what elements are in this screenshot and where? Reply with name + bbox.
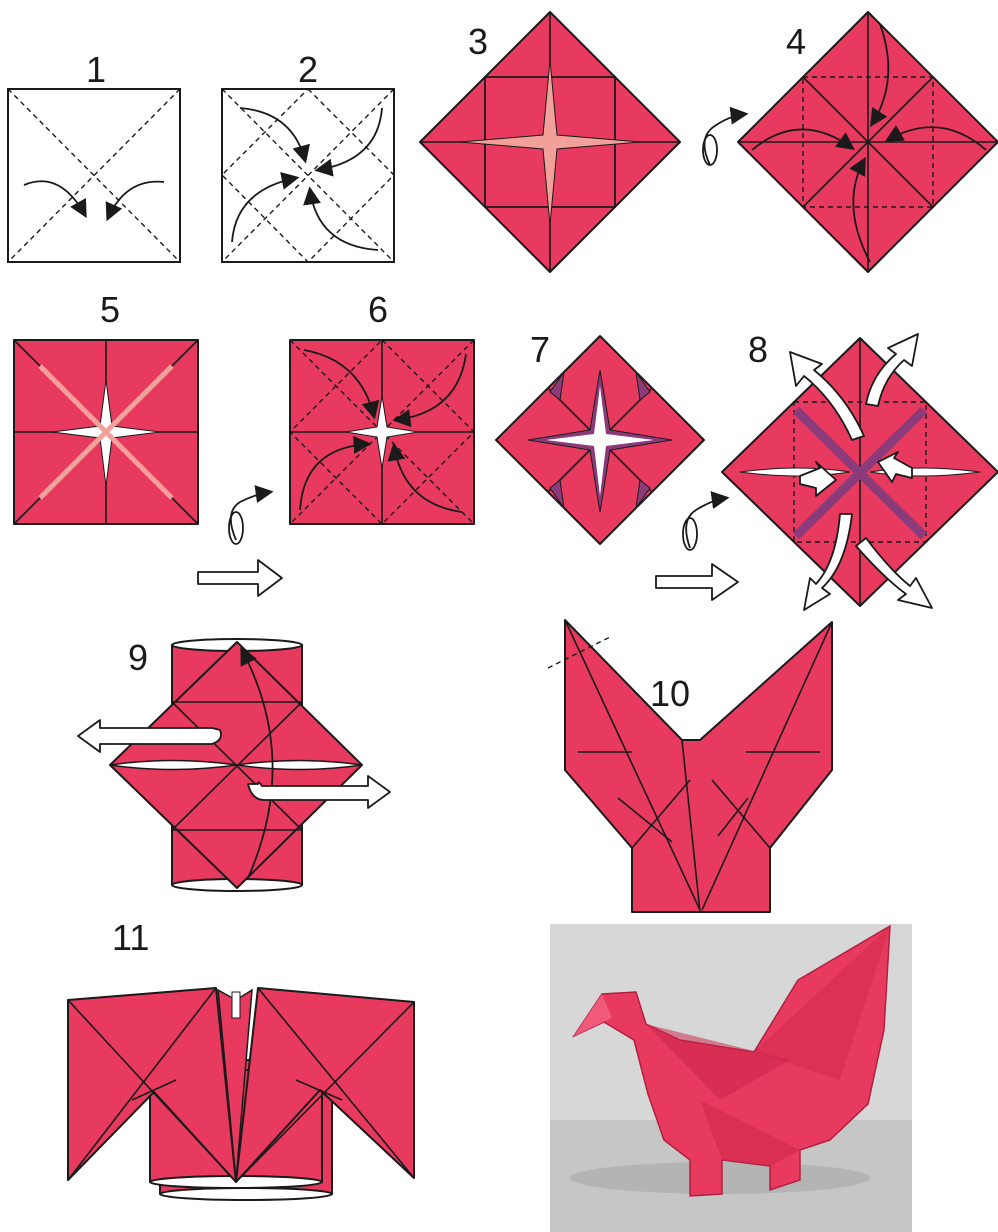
step-5-number: 5 (100, 289, 120, 330)
step-8: 8 (722, 329, 998, 610)
step-4-number: 4 (786, 21, 806, 62)
step-3: 3 (420, 12, 680, 272)
step-7: 7 (496, 329, 704, 544)
step-10: 10 (548, 620, 832, 912)
turn-over-icon (229, 492, 270, 544)
turn-over-icon (703, 114, 745, 165)
step-6-number: 6 (368, 289, 388, 330)
step-6: 6 (290, 289, 474, 524)
step-11: 11 (68, 917, 414, 1200)
next-step-arrow-icon (198, 560, 282, 596)
next-step-arrow-icon (656, 564, 738, 600)
step-1-number: 1 (86, 49, 106, 90)
step-8-number: 8 (748, 329, 768, 370)
step-9-number: 9 (128, 637, 148, 678)
turn-over-icon (683, 498, 726, 550)
step-1: 1 (8, 49, 180, 262)
step-4: 4 (738, 12, 998, 272)
finished-rooster-photo (550, 924, 912, 1232)
step-11-number: 11 (112, 917, 149, 958)
step-2: 2 (222, 49, 394, 262)
step-10-shape (565, 620, 832, 912)
step-7-number: 7 (530, 329, 550, 370)
step-10-number: 10 (650, 673, 690, 714)
step-3-number: 3 (468, 21, 488, 62)
step-9: 9 (78, 637, 390, 891)
step-5: 5 (14, 289, 198, 524)
step-2-number: 2 (298, 49, 318, 90)
